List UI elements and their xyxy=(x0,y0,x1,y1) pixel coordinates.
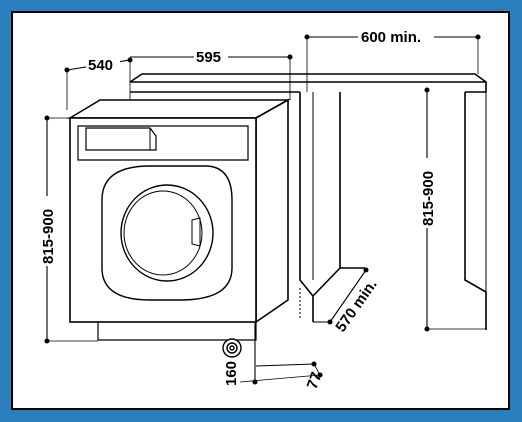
label-bg-width xyxy=(194,46,228,66)
dimension-lines xyxy=(44,34,486,385)
plinth-height-label: 160 xyxy=(223,361,240,386)
plinth-depth-label: 77 xyxy=(304,370,326,391)
hose-connection xyxy=(222,338,242,358)
washing-machine xyxy=(67,98,292,341)
height-left-label: 815-900 xyxy=(40,209,57,264)
label-bg-height-left xyxy=(38,196,58,266)
label-bg-clearance xyxy=(358,26,434,46)
height-right-label: 815-900 xyxy=(420,171,437,226)
label-bg-depth xyxy=(86,54,120,74)
cabinet-recess xyxy=(129,73,487,330)
label-bg-height-right xyxy=(418,158,438,228)
depth-label: 540 xyxy=(88,57,113,74)
width-label: 595 xyxy=(196,49,221,66)
clearance-width-label: 600 min. xyxy=(361,29,421,46)
